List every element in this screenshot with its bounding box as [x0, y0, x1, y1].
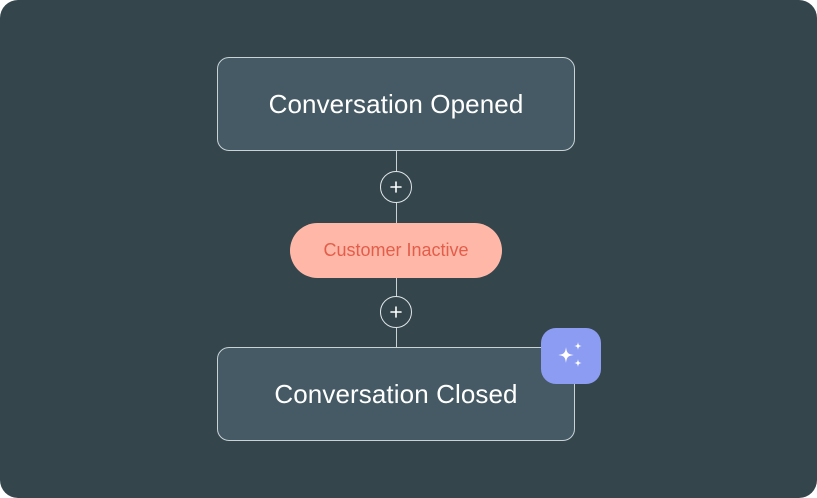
trigger-node-conversation-opened[interactable]: Conversation Opened: [217, 57, 575, 151]
node-label: Conversation Closed: [274, 378, 518, 409]
condition-label: Customer Inactive: [323, 240, 469, 260]
add-step-button[interactable]: [380, 171, 412, 203]
add-step-button[interactable]: [380, 296, 412, 328]
node-label: Conversation Opened: [268, 88, 524, 119]
plus-icon: [390, 306, 402, 318]
ai-badge[interactable]: [541, 328, 601, 384]
condition-customer-inactive[interactable]: Customer Inactive: [290, 223, 502, 278]
action-node-conversation-closed[interactable]: Conversation Closed: [217, 347, 575, 441]
plus-icon: [390, 181, 402, 193]
sparkles-icon: [558, 342, 582, 367]
